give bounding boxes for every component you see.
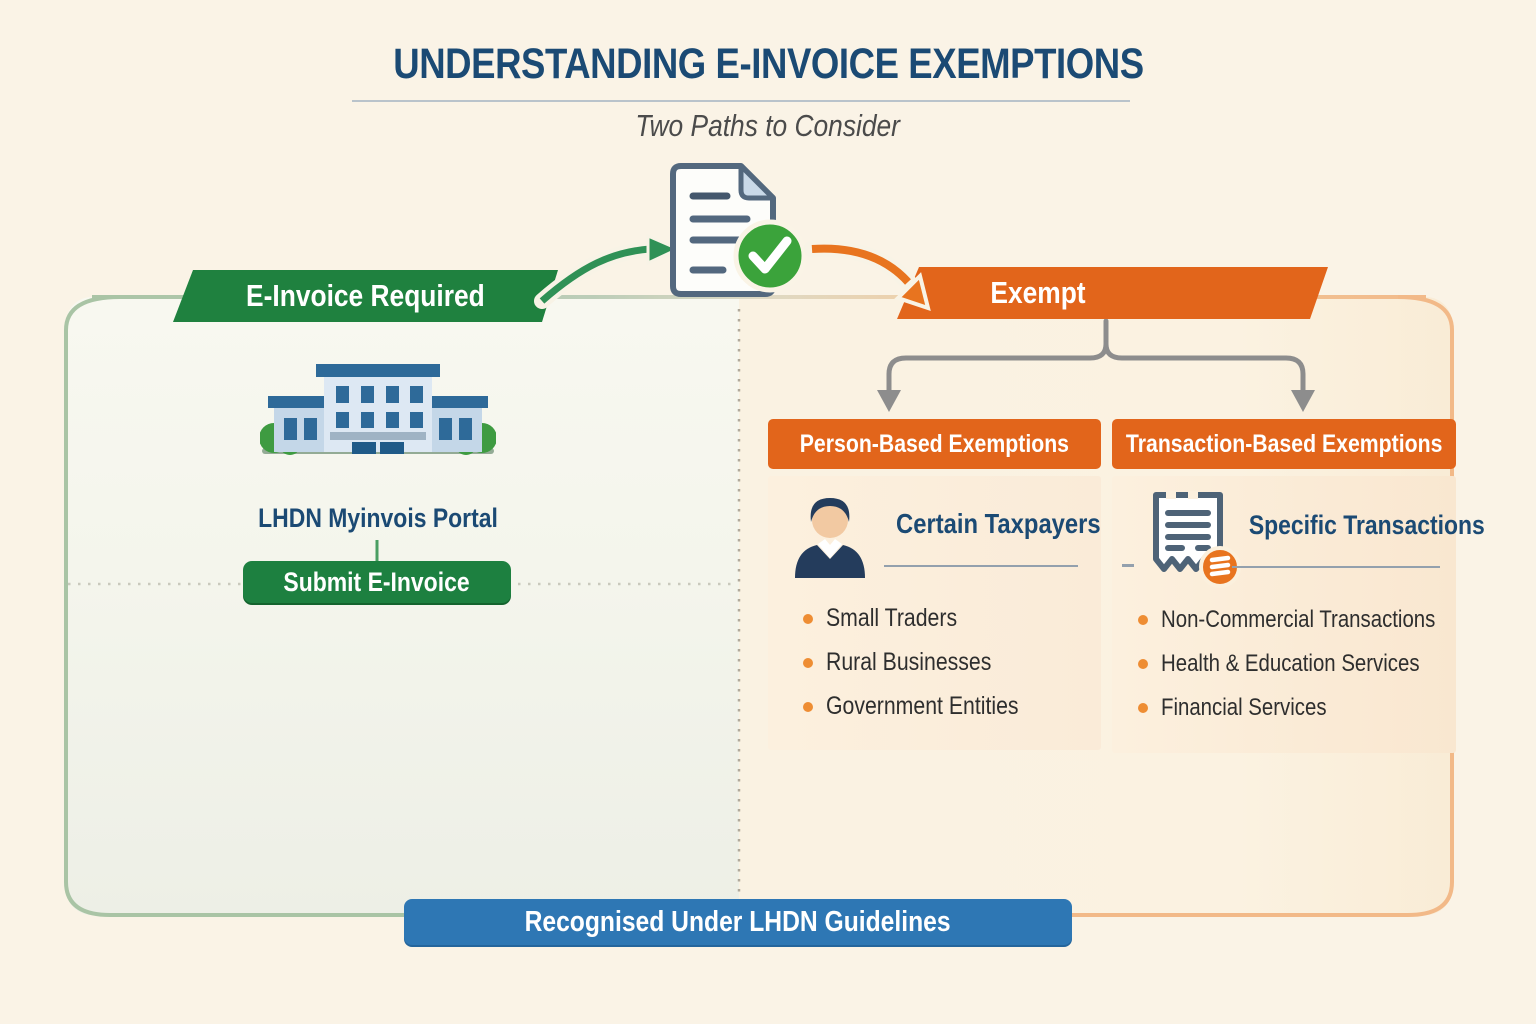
bullet-icon bbox=[1138, 659, 1148, 669]
certain-taxpayers-heading: Certain Taxpayers bbox=[878, 508, 1101, 540]
exempt-label: Exempt bbox=[989, 275, 1086, 310]
submit-e-invoice-label: Submit E-Invoice bbox=[283, 566, 471, 597]
e-invoice-required-label: E-Invoice Required bbox=[246, 278, 485, 313]
bullet-icon bbox=[1138, 615, 1148, 625]
page-title: UNDERSTANDING E-INVOICE EXEMPTIONS bbox=[0, 40, 1536, 89]
list-item: Small Traders bbox=[803, 604, 980, 633]
list-item: Financial Services bbox=[1138, 694, 1356, 722]
portal-label-text: LHDN Myinvois Portal bbox=[258, 503, 498, 533]
txn-item-2: Health & Education Services bbox=[1161, 650, 1420, 677]
person-item-2: Rural Businesses bbox=[826, 648, 992, 676]
txn-item-3: Financial Services bbox=[1161, 694, 1327, 721]
transaction-based-exemptions-header: Transaction-Based Exemptions bbox=[1112, 419, 1456, 469]
receipt-icon bbox=[1153, 491, 1241, 588]
person-based-header-label: Person-Based Exemptions bbox=[799, 429, 1070, 458]
transaction-based-header-label: Transaction-Based Exemptions bbox=[1125, 429, 1443, 458]
bullet-icon bbox=[803, 657, 813, 668]
title-divider bbox=[352, 100, 1130, 102]
txn-heading-underline bbox=[1232, 566, 1440, 568]
submit-e-invoice-button: Submit E-Invoice bbox=[243, 561, 511, 603]
check-icon bbox=[748, 236, 792, 274]
page-subtitle-text: Two Paths to Consider bbox=[635, 108, 901, 143]
list-item: Government Entities bbox=[803, 692, 1053, 721]
e-invoice-required-banner: E-Invoice Required bbox=[173, 270, 558, 322]
person-item-1: Small Traders bbox=[826, 604, 958, 632]
bullet-icon bbox=[803, 613, 813, 624]
document-check-icon bbox=[670, 163, 807, 297]
list-item: Non-Commercial Transactions bbox=[1138, 606, 1484, 634]
person-heading-underline bbox=[884, 565, 1078, 567]
person-icon bbox=[795, 498, 865, 578]
bullet-icon bbox=[1138, 703, 1148, 713]
green-arrow bbox=[534, 233, 682, 309]
certain-taxpayers-text: Certain Taxpayers bbox=[896, 508, 1101, 539]
government-building-icon bbox=[260, 364, 496, 455]
person-item-3: Government Entities bbox=[826, 692, 1019, 720]
txn-heading-dash bbox=[1122, 564, 1134, 567]
footer-banner: Recognised Under LHDN Guidelines bbox=[404, 899, 1072, 945]
specific-transactions-heading: Specific Transactions bbox=[1228, 510, 1485, 541]
page-subtitle: Two Paths to Consider bbox=[0, 108, 1536, 144]
exempt-banner: Exempt bbox=[897, 267, 1328, 319]
person-based-exemptions-header: Person-Based Exemptions bbox=[768, 419, 1101, 469]
portal-label: LHDN Myinvois Portal bbox=[237, 503, 517, 534]
footer-banner-label: Recognised Under LHDN Guidelines bbox=[525, 905, 951, 938]
bullet-icon bbox=[803, 701, 813, 712]
list-item: Health & Education Services bbox=[1138, 650, 1465, 678]
page-title-text: UNDERSTANDING E-INVOICE EXEMPTIONS bbox=[392, 40, 1144, 88]
list-item: Rural Businesses bbox=[803, 648, 1021, 677]
specific-transactions-text: Specific Transactions bbox=[1248, 510, 1485, 540]
txn-item-1: Non-Commercial Transactions bbox=[1161, 606, 1436, 633]
